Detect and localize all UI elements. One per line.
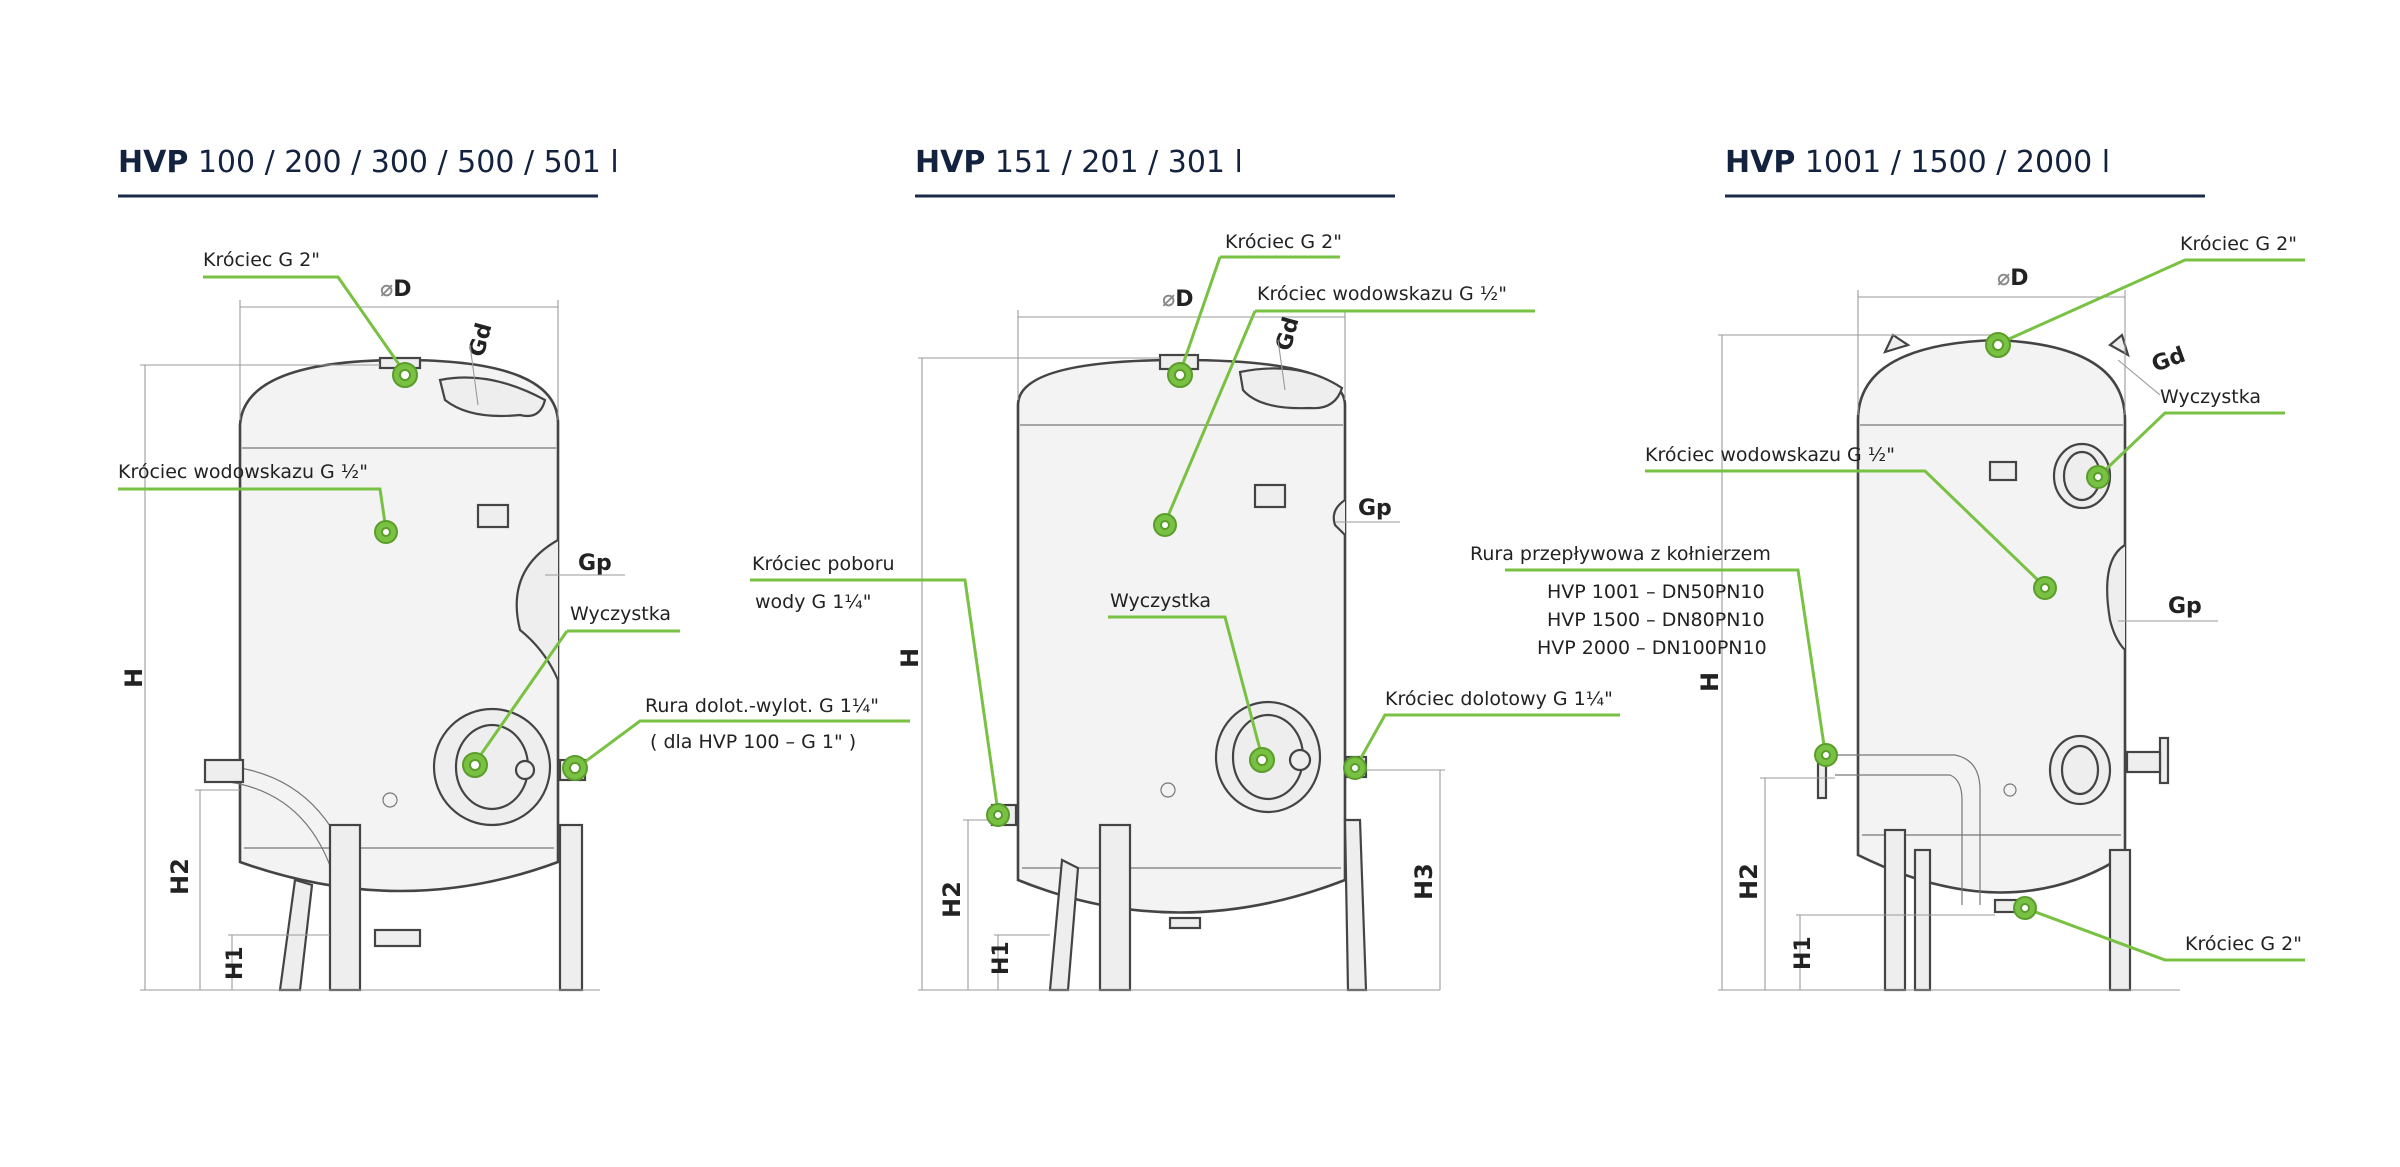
callout-3-cleanout: Wyczystka (2160, 386, 2261, 408)
callout-1-cleanout: Wyczystka (570, 603, 671, 625)
callout-3-gauge-socket: Króciec wodowskazu G ½" (1645, 444, 1895, 466)
tank-1-leg (558, 823, 584, 992)
svg-text:⌀D: ⌀D (380, 277, 412, 302)
diagram-1-dim-h: H (120, 668, 148, 688)
tank-2-body (1016, 358, 1347, 914)
tank-1-gauge-window (438, 376, 547, 418)
callout-3-flow-3: HVP 2000 – DN100PN10 (1537, 637, 1767, 659)
callout-2-top-socket: Króciec G 2" (1225, 231, 1342, 253)
diagram-1-dim-gp: Gp (578, 551, 612, 576)
diagram-3-dim-h: H (1696, 672, 1724, 692)
diagram-hvp-100-501: HVP 100 / 200 / 300 / 500 / 501 l (118, 145, 910, 992)
callout-3-flow-2: HVP 1500 – DN80PN10 (1547, 609, 1765, 631)
tank-3-logo-plate (1988, 460, 2018, 482)
tank-3-body (1856, 338, 2127, 894)
diagram-3-dim-h1: H1 (1791, 936, 1816, 970)
tank-3-outlet-pipe (2125, 750, 2162, 774)
diagram-2-dim-gd: Gd (1272, 314, 1305, 353)
diagram-3-title: HVP 1001 / 1500 / 2000 l (1725, 145, 2110, 180)
callout-1-top-socket: Króciec G 2" (203, 249, 320, 271)
tank-1-logo-plate (476, 503, 510, 529)
callout-3-bottom-socket: Króciec G 2" (2185, 933, 2302, 955)
diagram-3-dim-h2: H2 (1735, 863, 1763, 900)
tank-1-leg (328, 823, 362, 992)
callout-2-gauge-socket: Króciec wodowskazu G ½" (1257, 283, 1507, 305)
tank-3-pipe-flange (2158, 736, 2170, 785)
diagram-3-dim-gd: Gd (2149, 343, 2189, 378)
tank-2-logo-plate (1253, 483, 1287, 509)
diagram-1-dim-d: D (393, 277, 411, 302)
diagram-3-dim-gp: Gp (2168, 594, 2202, 619)
diameter-sign: ⌀ (380, 277, 393, 302)
diameter-sign: ⌀ (1162, 287, 1175, 312)
svg-text:⌀D: ⌀D (1162, 287, 1194, 312)
tank-3-leg (1883, 828, 1907, 992)
callout-1-pipe-line1: Rura dolot.-wylot. G 1¼" (645, 695, 879, 717)
tank-2-leg (1098, 823, 1132, 992)
callout-2-intake-line2: wody G 1¼" (755, 591, 872, 613)
diagram-hvp-1001-2000: HVP 1001 / 1500 / 2000 l ⌀D H (1470, 145, 2305, 992)
diagram-2-dim-h3: H3 (1410, 863, 1438, 900)
diagram-1-dim-h1: H1 (223, 946, 248, 980)
callout-3-top-socket: Króciec G 2" (2180, 233, 2297, 255)
diagram-2-dim-h2: H2 (938, 881, 966, 918)
diagram-1-title: HVP 100 / 200 / 300 / 500 / 501 l (118, 145, 619, 180)
callout-1-gauge-socket: Króciec wodowskazu G ½" (118, 461, 368, 483)
tank-3-leg (2108, 848, 2132, 992)
diagram-3-dim-d: D (2010, 266, 2028, 291)
callout-2-inlet: Króciec dolotowy G 1¼" (1385, 688, 1613, 710)
diagram-2-dim-h: H (896, 648, 924, 668)
diagram-2-dim-h1: H1 (989, 941, 1014, 975)
diagram-hvp-151-301: HVP 151 / 201 / 301 l ⌀D H H2 H1 (750, 145, 1620, 992)
callout-3-flow-pipe: Rura przepływowa z kołnierzem (1470, 543, 1771, 565)
tank-1-inlet-pipe (203, 758, 245, 784)
tank-3-leg (1913, 848, 1932, 992)
callout-2-cleanout: Wyczystka (1110, 590, 1211, 612)
callout-2-intake-line1: Króciec poboru (752, 553, 895, 575)
diagram-2-dim-gp: Gp (1358, 496, 1392, 521)
tank-2-leg (1343, 818, 1368, 992)
diameter-sign: ⌀ (1997, 266, 2010, 291)
callout-1-pipe-line2: ( dla HVP 100 – G 1" ) (650, 731, 856, 753)
tank-3-lifting-lug (1882, 333, 1911, 354)
callout-3-flow-1: HVP 1001 – DN50PN10 (1547, 581, 1765, 603)
tank-2-gauge-window (1238, 367, 1344, 410)
svg-text:⌀D: ⌀D (1997, 266, 2029, 291)
diagram-2-title: HVP 151 / 201 / 301 l (915, 145, 1243, 180)
tank-3-side-port (2106, 544, 2126, 651)
diagram-1-dim-gd: Gd (465, 320, 498, 359)
diagram-2-dim-d: D (1175, 287, 1193, 312)
diagram-1-dim-h2: H2 (166, 858, 194, 895)
tank-2-side-port (1332, 499, 1346, 536)
